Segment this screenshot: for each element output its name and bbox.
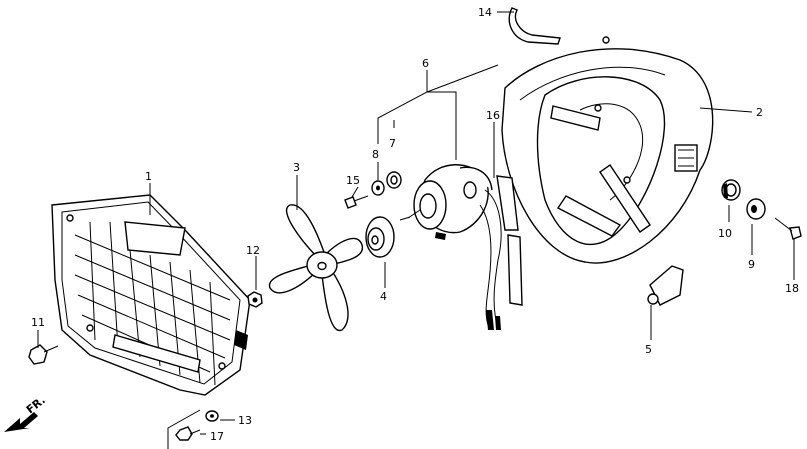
- fan-hub-nut: [365, 216, 395, 258]
- front-direction-arrow: FR.: [4, 394, 48, 432]
- callout-1: 1: [145, 170, 152, 183]
- callout-14: 14: [478, 6, 492, 19]
- callout-13: 13: [238, 414, 252, 427]
- callout-3: 3: [293, 161, 300, 174]
- callout-6: 6: [422, 57, 429, 70]
- screw-15: [344, 195, 369, 209]
- callout-2: 2: [756, 106, 763, 119]
- fan-motor: [399, 164, 493, 240]
- washer-8: [371, 171, 402, 196]
- callout-5: 5: [645, 343, 652, 356]
- callout-15: 15: [346, 174, 360, 187]
- fan-blade: [268, 204, 363, 331]
- callout-18: 18: [785, 282, 799, 295]
- washer-13: [205, 410, 219, 422]
- grommet-10: [721, 179, 741, 201]
- callout-4: 4: [380, 290, 387, 303]
- leader-lines: [37, 11, 795, 435]
- collar-9: [746, 198, 766, 220]
- wire-harness: [479, 175, 523, 330]
- callout-16: 16: [486, 109, 500, 122]
- callout-17: 17: [210, 430, 224, 443]
- callout-7: 7: [389, 137, 396, 150]
- bolt-18: [774, 217, 802, 240]
- nut-12: [247, 291, 263, 308]
- callout-8: 8: [372, 148, 379, 161]
- front-direction-label: FR.: [24, 394, 48, 417]
- callout-11: 11: [31, 316, 45, 329]
- bolt-17: [175, 426, 201, 441]
- callout-labels: 1 2 3 4 5 6 7 8 9 10 11 12 13 14 15 16 1…: [31, 6, 799, 443]
- guide-line-13-17: [167, 409, 201, 449]
- callout-12: 12: [246, 244, 260, 257]
- shroud-bracket: [647, 265, 684, 306]
- clip: [508, 7, 561, 45]
- radiator-grille: [51, 194, 251, 396]
- callout-10: 10: [718, 227, 732, 240]
- callout-9: 9: [748, 258, 755, 271]
- bolt-11: [28, 344, 59, 365]
- fan-shroud: [501, 36, 714, 264]
